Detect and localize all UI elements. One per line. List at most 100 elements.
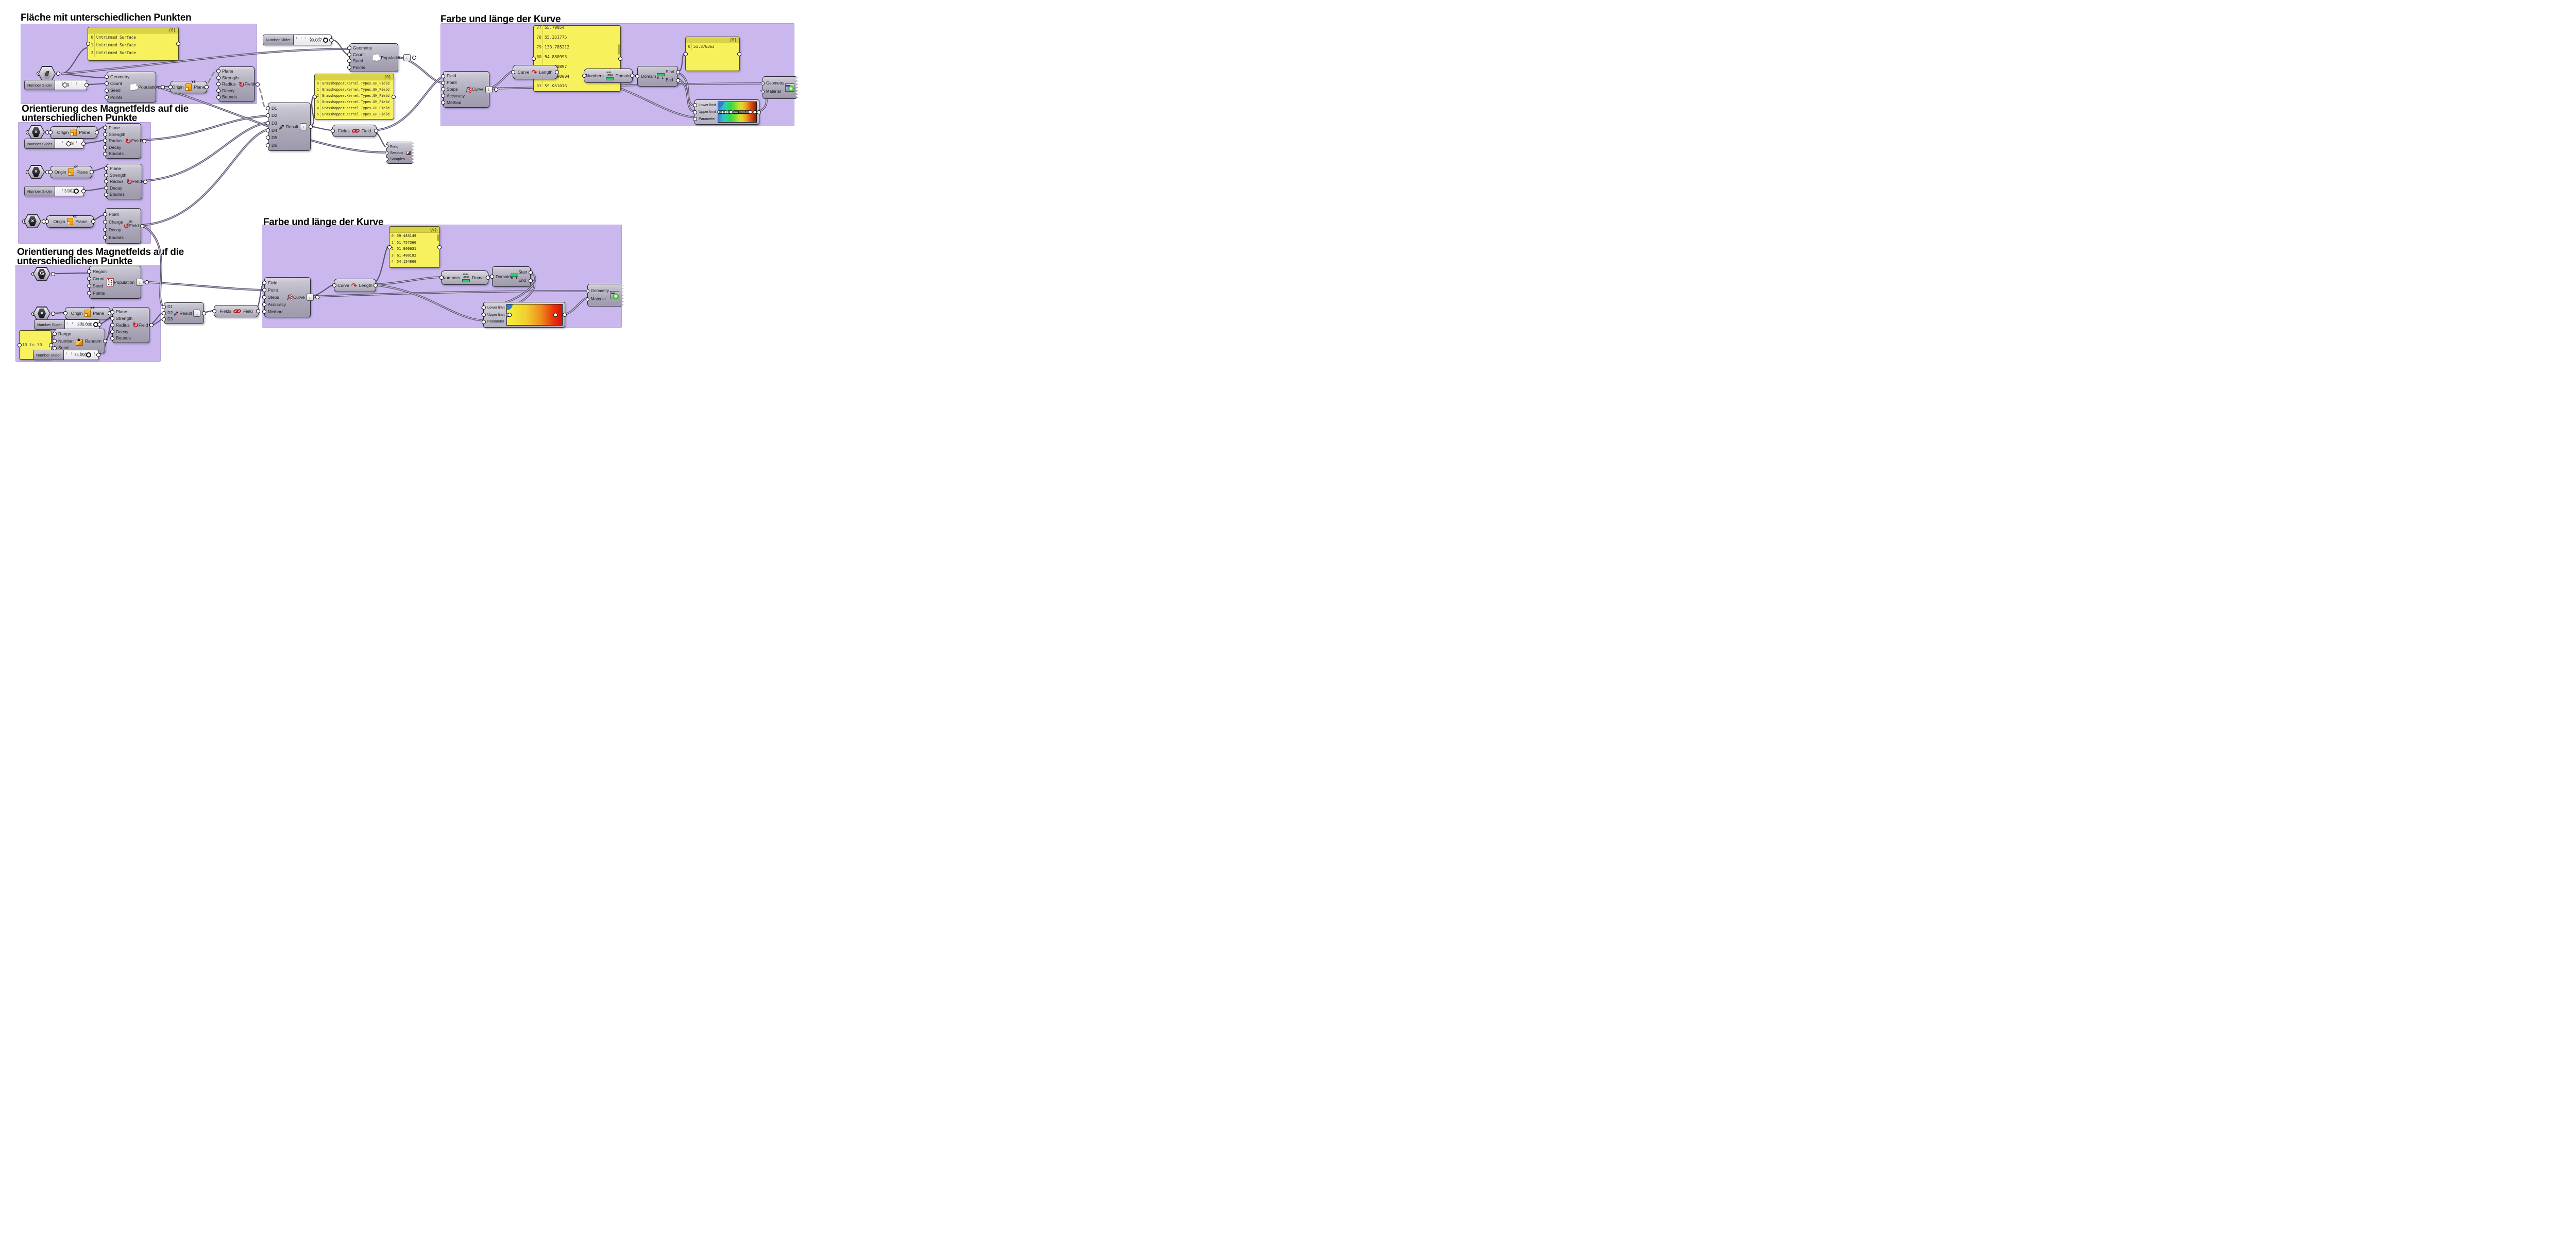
surface-param-node[interactable] — [37, 66, 60, 81]
port-in[interactable] — [103, 228, 107, 232]
port-out[interactable] — [676, 70, 680, 75]
field-section-node[interactable]: Field Section Samples — [386, 142, 414, 164]
port-out[interactable] — [140, 224, 145, 228]
port-in[interactable] — [110, 316, 114, 321]
slider-track[interactable]: 90.087 — [293, 35, 331, 45]
port-out[interactable] — [103, 339, 107, 343]
port-out[interactable] — [51, 271, 55, 276]
merge-node-top[interactable]: D1 D2 D3 D4 D5 D6 Result — [266, 103, 313, 151]
gradient-grip[interactable] — [748, 110, 752, 114]
wire[interactable] — [310, 125, 332, 131]
gradient-fire[interactable] — [506, 304, 563, 326]
port-in[interactable] — [103, 132, 107, 137]
port-out[interactable] — [412, 56, 416, 60]
port-in[interactable] — [162, 311, 166, 315]
xy-plane-node[interactable]: Origin XY Plane — [48, 165, 94, 178]
gradient-grip[interactable] — [553, 313, 557, 317]
merge-fields-node-bottom[interactable]: Fields Field — [212, 305, 260, 317]
port-out[interactable] — [494, 87, 498, 92]
slider-track[interactable]: 1 — [55, 80, 87, 90]
curve-length-node-bottom[interactable]: Curve Length — [332, 279, 378, 292]
number-slider-74[interactable]: Number Slider 74.090 — [33, 350, 100, 360]
wire[interactable] — [371, 284, 483, 321]
port-out[interactable] — [145, 280, 149, 284]
wire[interactable] — [141, 225, 163, 307]
port-out[interactable] — [90, 170, 94, 174]
download-arrow-button[interactable] — [485, 86, 493, 93]
port-in[interactable] — [693, 103, 697, 107]
port-in[interactable] — [216, 75, 221, 80]
port-in[interactable] — [103, 235, 107, 240]
port-out[interactable] — [149, 323, 154, 327]
port-out[interactable] — [374, 283, 378, 287]
wire[interactable] — [83, 187, 106, 192]
spin-force-node-b2[interactable]: Plane Strength Radius Decay Bounds Field — [104, 164, 148, 199]
wire[interactable] — [310, 95, 314, 127]
port-in[interactable] — [48, 170, 53, 174]
port-out[interactable] — [81, 189, 86, 193]
port-out[interactable] — [374, 129, 378, 133]
port-out[interactable] — [630, 74, 634, 78]
port-in[interactable] — [387, 245, 392, 249]
populate-2d-node[interactable]: Region Count Seed Points Population — [87, 266, 149, 299]
port-in[interactable] — [490, 275, 494, 279]
port-in[interactable] — [103, 212, 107, 216]
port-in[interactable] — [262, 280, 266, 285]
custom-preview-node-bottom[interactable]: Geometry Material — [587, 284, 623, 307]
point-param-node[interactable]: × — [22, 214, 46, 228]
port-in[interactable] — [110, 323, 114, 327]
number-slider-200[interactable]: Number Slider 200.000 — [34, 319, 101, 330]
port-in[interactable] — [104, 186, 108, 191]
wire[interactable] — [141, 115, 267, 141]
bounds-node-bottom[interactable]: Numbers Domain — [439, 270, 490, 285]
port-in[interactable] — [441, 100, 445, 105]
slider-track[interactable]: 16 — [55, 139, 83, 148]
wire[interactable] — [142, 122, 268, 182]
bounds-node-top[interactable]: Numbers Domain — [582, 69, 634, 83]
port-in[interactable] — [212, 309, 216, 313]
port-in[interactable] — [104, 179, 108, 184]
port-in[interactable] — [87, 284, 91, 288]
port-out[interactable] — [95, 130, 99, 134]
populate-geometry-node[interactable]: Geometry Count Seed Points Population — [105, 72, 165, 103]
port-in[interactable] — [347, 65, 351, 70]
download-arrow-button[interactable] — [136, 279, 144, 286]
point-charge-node[interactable]: Point Charge Decay Bounds Field — [103, 208, 145, 244]
wire[interactable] — [677, 78, 694, 112]
port-in[interactable] — [532, 56, 536, 61]
port-out[interactable] — [142, 139, 147, 143]
panel-scrollbar[interactable] — [436, 234, 439, 241]
port-in[interactable] — [216, 89, 221, 93]
port-out[interactable] — [202, 311, 207, 315]
port-out[interactable] — [205, 85, 209, 89]
field-line-node-bottom[interactable]: Field Point Steps Accuracy Method Curve — [262, 277, 319, 317]
yz-plane-node[interactable]: Origin YZ Plane — [168, 80, 209, 93]
field-line-node-top[interactable]: Field Point Steps Accuracy Method Curve — [441, 71, 498, 108]
port-in[interactable] — [103, 145, 107, 150]
random-node[interactable]: Range Number Seed Random — [53, 329, 107, 353]
wire[interactable] — [86, 82, 107, 86]
port-out[interactable] — [392, 94, 396, 99]
download-arrow-button[interactable] — [403, 54, 411, 61]
port-in[interactable] — [105, 81, 109, 86]
port-in[interactable] — [104, 192, 108, 197]
port-in[interactable] — [103, 219, 107, 224]
download-arrow-button[interactable] — [193, 310, 201, 317]
wire[interactable] — [141, 281, 264, 291]
port-in[interactable] — [482, 305, 486, 310]
wire[interactable] — [141, 129, 268, 226]
port-out[interactable] — [81, 142, 86, 146]
port-in[interactable] — [105, 75, 109, 79]
port-in[interactable] — [266, 113, 270, 118]
xz-plane-node-1[interactable]: Origin XZ Plane — [48, 126, 99, 139]
slider-track[interactable]: 200.000 — [64, 320, 99, 329]
port-out[interactable] — [96, 353, 100, 357]
port-in[interactable] — [347, 59, 351, 63]
port-out[interactable] — [737, 52, 741, 56]
slider-track[interactable]: 3.002 — [55, 186, 83, 196]
number-slider-3002[interactable]: Number Slider 3.002 — [24, 186, 86, 196]
custom-preview-node-top[interactable]: Geometry Material — [762, 76, 798, 99]
gradient-node-bottom[interactable]: Lower limit Upper limit Parameter — [482, 302, 567, 328]
port-out[interactable] — [49, 343, 53, 347]
